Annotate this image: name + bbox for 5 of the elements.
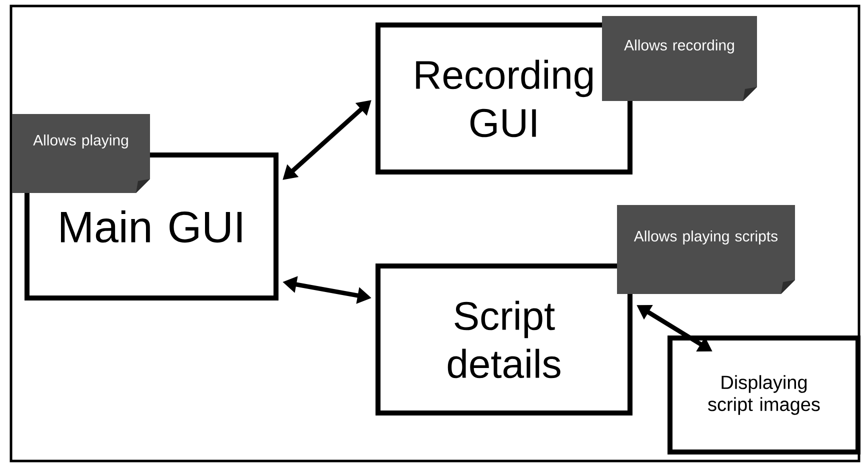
note: Allows playing	[12, 114, 150, 193]
note: Allows playing scripts	[617, 205, 795, 294]
process-box: Displaying script images	[668, 335, 860, 454]
note: Allows recording	[602, 16, 757, 101]
process-box: Script details	[376, 264, 632, 416]
